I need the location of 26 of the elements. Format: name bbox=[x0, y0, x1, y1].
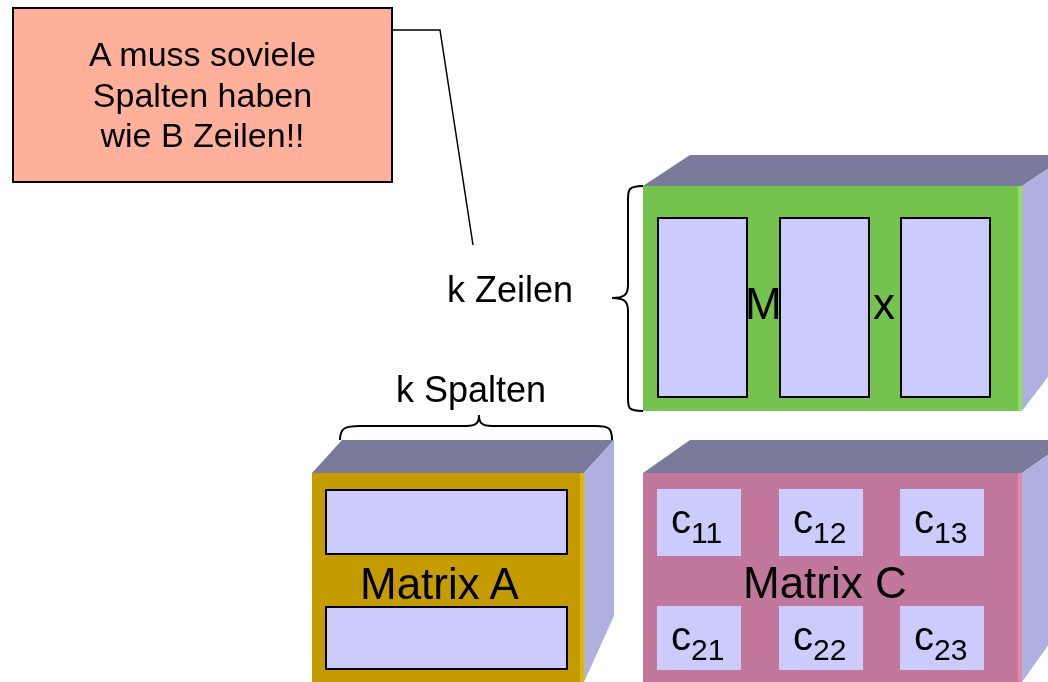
matrix-slot bbox=[900, 217, 991, 398]
cell-label: c$_{13}$ bbox=[914, 499, 968, 548]
matrix-label: Matrix A bbox=[360, 562, 519, 606]
matrix-slot bbox=[325, 606, 568, 670]
callout-text: A muss soviele Spalten haben wie B Zeilen!! bbox=[88, 33, 317, 157]
cell-label: c$_{22}$ bbox=[793, 616, 847, 665]
matrix-cell bbox=[779, 489, 863, 556]
callout-box bbox=[12, 7, 393, 183]
matrix-label: Matrix C bbox=[743, 561, 907, 605]
annotation-text: k Spalten bbox=[396, 372, 547, 408]
matrix-slot bbox=[779, 217, 870, 398]
matrix-cell bbox=[657, 606, 741, 670]
matrix-label: M bbox=[745, 282, 782, 326]
matrix-cell bbox=[900, 489, 984, 556]
matrix-cell bbox=[900, 606, 984, 670]
matrix-slot bbox=[657, 217, 748, 398]
cell-label: c$_{23}$ bbox=[914, 616, 968, 665]
matrix-cell bbox=[779, 606, 863, 670]
matrix-slot bbox=[325, 489, 568, 555]
leader-line bbox=[392, 29, 474, 246]
cell-label: c$_{12}$ bbox=[793, 499, 847, 548]
cell-label: c$_{11}$ bbox=[671, 499, 723, 548]
cell-label: c$_{21}$ bbox=[671, 616, 725, 665]
annotation-text: k Zeilen bbox=[447, 272, 574, 308]
matrix-cell bbox=[657, 489, 741, 556]
matrix-label: x bbox=[873, 282, 895, 326]
